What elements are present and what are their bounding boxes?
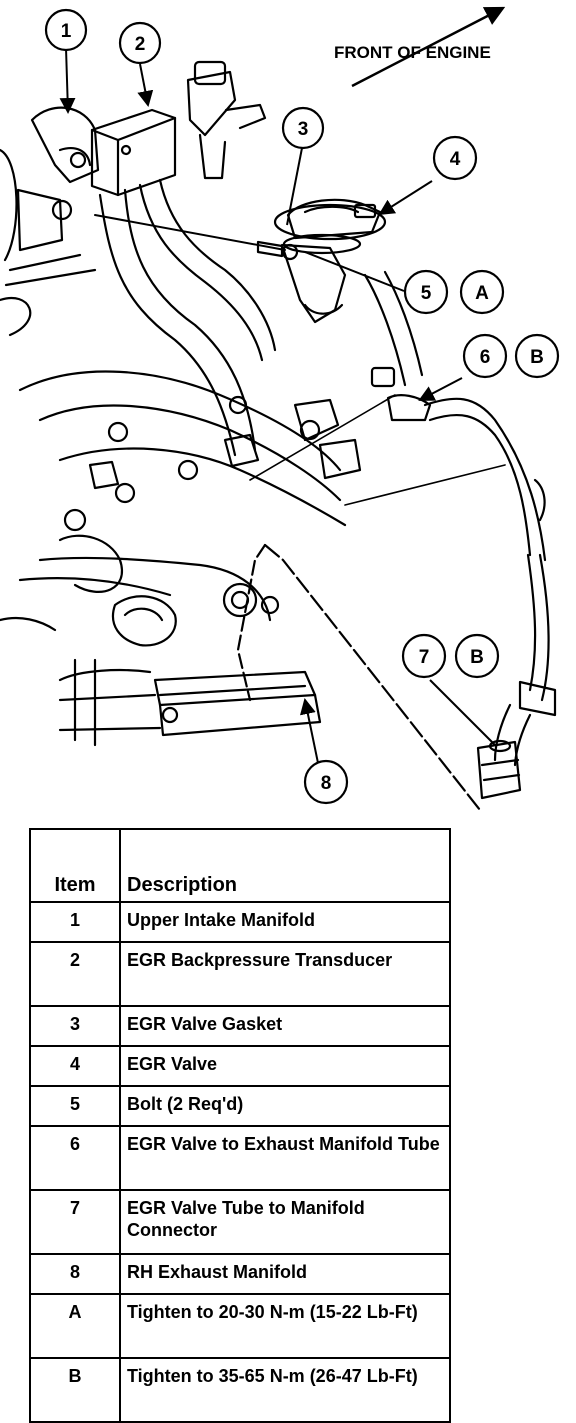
svg-text:8: 8 [321,773,332,794]
callout-2: 2 [118,21,162,65]
svg-text:A: A [475,283,489,304]
legend-description: EGR Valve [119,1045,451,1087]
svg-text:B: B [530,347,544,368]
svg-text:4: 4 [450,149,461,170]
callout-B1: B [514,333,560,379]
front-of-engine-indicator: FRONT OF ENGINE [334,6,506,88]
legend-description: RH Exhaust Manifold [119,1253,451,1295]
callout-7: 7 [401,633,447,679]
legend-description: Bolt (2 Req'd) [119,1085,451,1127]
callout-A: A [459,269,505,315]
legend-description: EGR Backpressure Transducer [119,941,451,1007]
svg-text:3: 3 [298,119,309,140]
legend-item: 8 [29,1253,121,1295]
svg-text:1: 1 [61,21,72,42]
legend-description: EGR Valve to Exhaust Manifold Tube [119,1125,451,1191]
legend-header-item: Item [29,828,121,903]
legend-item: 1 [29,901,121,943]
legend-description: Upper Intake Manifold [119,901,451,943]
legend-description: Tighten to 20-30 N-m (15-22 Lb-Ft) [119,1293,451,1359]
leader-lines [59,47,496,764]
legend-item: 3 [29,1005,121,1047]
callouts: 1 2 3 4 5 A 6 B 7 B 8 [44,8,560,805]
svg-text:6: 6 [480,347,491,368]
egr-valve-exploded-diagram: FRONT OF ENGINE [0,6,560,812]
callout-4: 4 [432,135,478,181]
legend-item: 7 [29,1189,121,1255]
callout-6: 6 [462,333,508,379]
callout-5: 5 [403,269,449,315]
callout-1: 1 [44,8,88,52]
front-direction-arrow [351,6,506,88]
legend-description: Tighten to 35-65 N-m (26-47 Lb-Ft) [119,1357,451,1423]
engine-line-art [0,60,557,812]
svg-text:7: 7 [419,647,430,668]
svg-text:B: B [470,647,484,668]
legend-item: 2 [29,941,121,1007]
callout-8: 8 [303,759,349,805]
legend-description: EGR Valve Gasket [119,1005,451,1047]
callout-3: 3 [281,106,325,150]
svg-text:2: 2 [135,34,146,55]
front-of-engine-label: FRONT OF ENGINE [334,43,491,62]
legend-item: 5 [29,1085,121,1127]
legend-item: 4 [29,1045,121,1087]
legend-header-description: Description [119,828,451,903]
legend-item: B [29,1357,121,1423]
legend-description: EGR Valve Tube to Manifold Connector [119,1189,451,1255]
callout-B2: B [454,633,500,679]
legend-item: 6 [29,1125,121,1191]
legend-header-row: Item Description [29,828,451,903]
svg-text:5: 5 [421,283,432,304]
legend-item: A [29,1293,121,1359]
